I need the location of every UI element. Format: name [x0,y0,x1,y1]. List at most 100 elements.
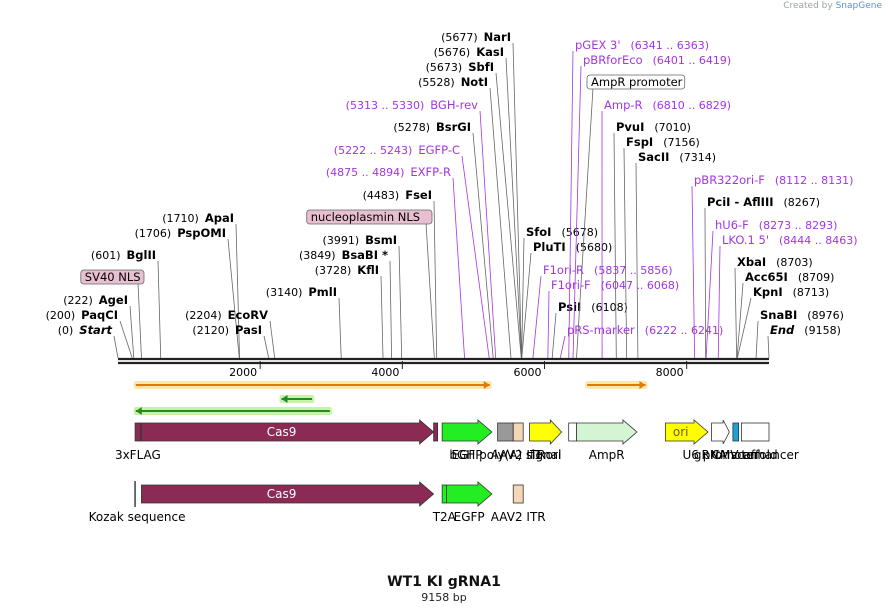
row1-3xflag-label: 3xFLAG [115,448,161,462]
row1-nucleoplasmin-nls-box [433,422,439,442]
apai-leader [235,223,240,359]
paqci-label: PaqCI [81,308,118,322]
ampr-promoter-leader [576,87,594,359]
pvui-coord: (7010) [654,121,691,134]
pspomi-leader [227,238,240,359]
row1-aav2-itr-box [512,422,524,442]
bglii-coord: (601) [91,249,121,262]
bglii-leader [157,260,162,359]
f1ori-r-leader [532,275,542,359]
pvui-leader [613,132,617,359]
map-title: WT1 KI gRNA1 [387,574,501,590]
row2-egfp-arrow [446,481,493,507]
exfp-r-coord: (4875 .. 4894) [326,166,405,179]
paqci-leader [119,320,133,359]
acc65i-leader [736,282,744,359]
pasi-label: PasI [235,323,262,337]
pbrforeco-label: pBRforEco [583,53,643,67]
row1-u6-promoter-arrow [711,419,730,445]
psii-leader [551,312,557,359]
bgh-rev-coord: (5313 .. 5330) [346,99,425,112]
pcii-afliii-leader [704,207,707,359]
row1-aav2-itr-label: AAV2 ITR [491,448,546,462]
row1-bgh-poly-a-signal-label: bGH poly(A) signal [449,448,561,462]
psii-coord: (6108) [591,301,628,314]
row2-aav2-itr-box [512,484,524,504]
kfli-label: KflI [357,263,379,277]
start-label: Start [79,323,112,337]
ecorv-leader [269,320,276,359]
pcii-afliii-label: PciI - AflIII [707,195,774,209]
row1-f1-ori-label: f1 ori [530,448,561,462]
bsabi-leader [389,260,393,359]
row1-f1-ori-arrow [529,418,563,446]
bsrgi-coord: (5278) [393,121,430,134]
hu6-f-coord: (8273 .. 8293) [759,219,838,232]
pluti-leader [521,252,532,359]
credit-prefix: Created by [783,1,833,11]
orf-arrow-head [639,381,646,389]
row1-u6-promoter-label: U6 promoter [682,448,758,462]
pasi-coord: (2120) [192,324,229,337]
row1-cmv-enhancer-label: CMV enhancer [712,448,799,462]
sacii-coord: (7314) [679,151,716,164]
bsmi-leader [398,245,403,359]
sbfi-coord: (5673) [426,61,463,74]
row1-grna-scaffold-box [732,422,739,442]
egfp-c-leader [461,155,490,359]
ecorv-label: EcoRV [228,308,268,322]
bsabi-label: BsaBI * [342,248,388,262]
pluti-label: PluTI [533,240,566,254]
row2-cas9-inside-label: Cas9 [267,487,297,501]
nari-coord: (5677) [441,31,478,44]
bsrgi-label: BsrGI [436,120,471,134]
lko-1-5-coord: (8444 .. 8463) [779,234,858,247]
kpni-label: KpnI [753,285,783,299]
snapgene-credit: Created by SnapGene [783,1,882,11]
kfli-coord: (3728) [315,264,352,277]
agei-label: AgeI [99,293,128,307]
sacii-label: SacII [638,150,669,164]
row1-grna-scaffold-label: gRNA scaffold [694,448,778,462]
scale-tick-label: 4000 [371,366,399,379]
ecorv-coord: (2204) [185,309,222,322]
acc65i-label: Acc65I [745,270,788,284]
sfoi-leader [521,237,525,359]
pcii-afliii-coord: (8267) [784,196,821,209]
lko-1-5-label: LKO.1 5' [722,233,769,247]
map-length: 9158 bp [421,591,467,604]
hu6-f-leader [705,230,714,359]
noti-leader [489,87,512,359]
row2-t2a-label: T2A [432,510,457,524]
kpni-coord: (8713) [793,286,830,299]
row1-ampr-arrow [576,419,638,445]
row2-t2a-box [441,484,447,504]
row2-cas9-arrow [141,481,435,507]
scale-tick-label: 2000 [229,366,257,379]
row1-cmv-enhancer-box [741,422,770,442]
snabi-leader [755,320,759,359]
paqci-coord: (200) [46,309,76,322]
f1ori-r-coord: (5837 .. 5856) [594,264,673,277]
nucleoplasmin-nls-label-box [306,209,433,225]
pgex-3-leader [568,50,574,359]
acc65i-coord: (8709) [798,271,835,284]
orf-arrow-head [135,407,142,415]
scale-tick-label: 6000 [514,366,542,379]
snabi-coord: (8976) [807,309,844,322]
kasi-leader [505,57,522,359]
exfp-r-label: EXFP-R [410,165,451,179]
bsmi-label: BsmI [365,233,397,247]
hu6-f-label: hU6-F [715,218,749,232]
prs-marker-coord: (6222 .. 6241) [645,324,724,337]
row1-cas9-arrow [141,419,435,445]
nucleoplasmin-nls-label: nucleoplasmin NLS [311,210,420,224]
snabi-label: SnaBI [760,308,797,322]
sbfi-leader [495,72,522,359]
sfoi-label: SfoI [526,225,551,239]
ampr-promoter-label-box [586,74,686,90]
pmli-coord: (3140) [266,286,303,299]
sacii-leader [635,162,639,359]
end-coord: (9158) [804,324,841,337]
